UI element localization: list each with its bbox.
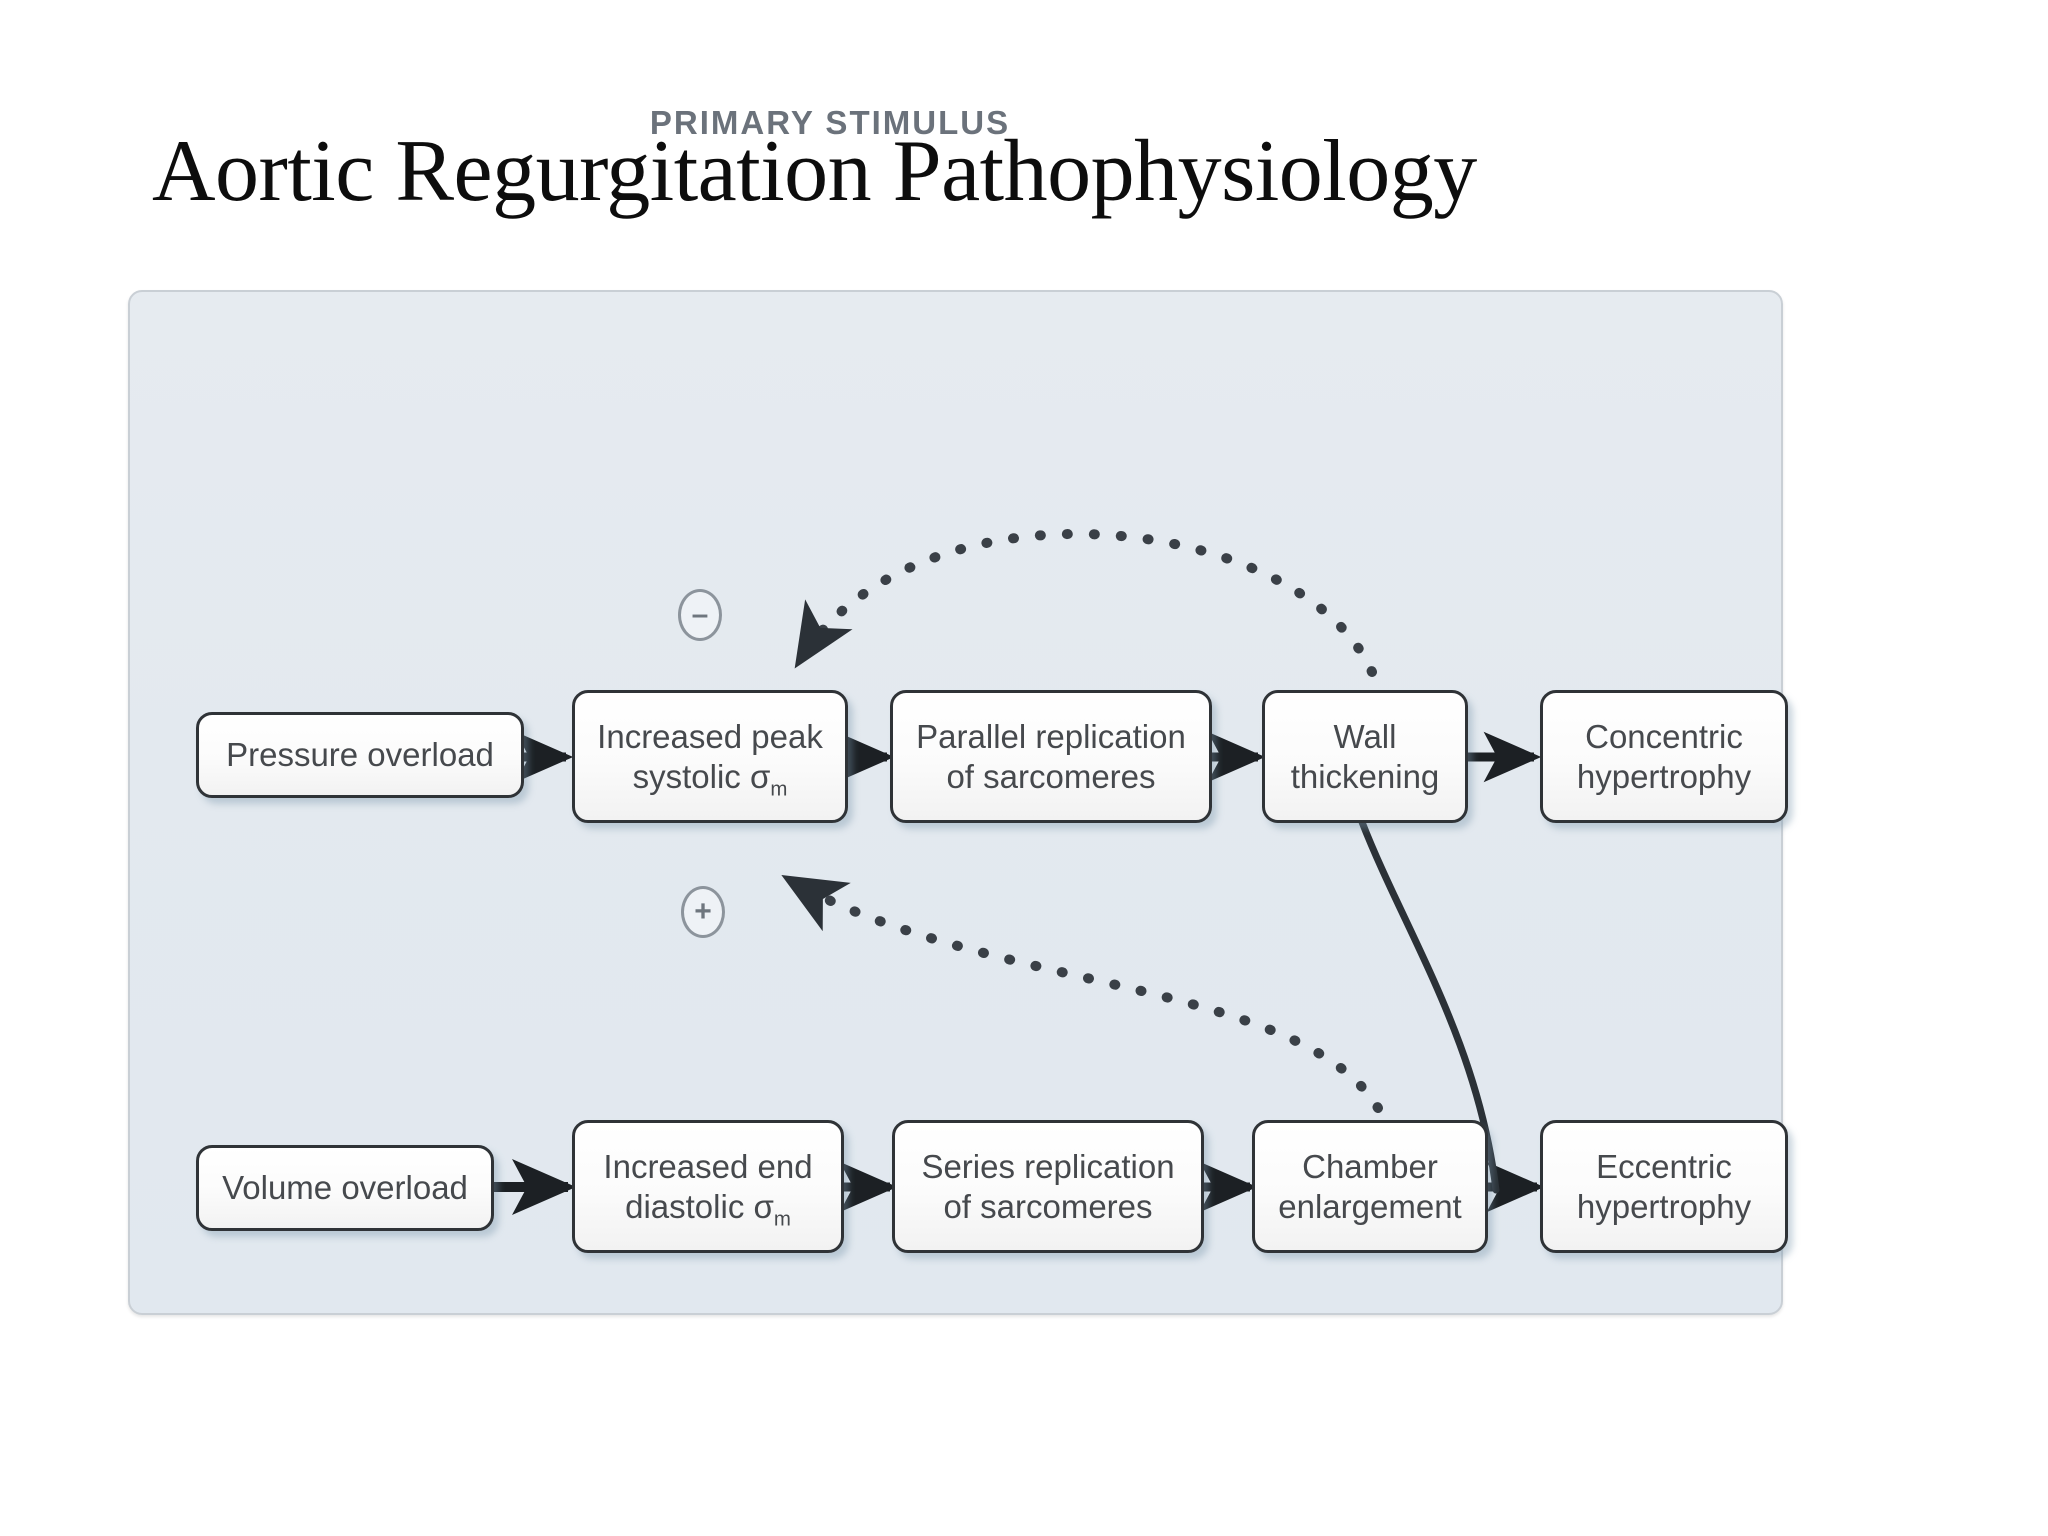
node-label-line1: Increased end: [603, 1147, 813, 1185]
node-concentric-hypertrophy[interactable]: Concentric hypertrophy: [1540, 690, 1788, 823]
node-label-line1: Wall: [1333, 717, 1397, 755]
node-label-line2: of sarcomeres: [946, 757, 1156, 795]
node-label: Pressure overload: [226, 736, 494, 774]
node-label-line2: of sarcomeres: [943, 1187, 1153, 1225]
node-label-line2: hypertrophy: [1576, 1187, 1752, 1225]
node-parallel-replication[interactable]: Parallel replication of sarcomeres: [890, 690, 1212, 823]
node-label-line1: Concentric: [1585, 717, 1743, 755]
node-chamber-enlargement[interactable]: Chamber enlargement: [1252, 1120, 1488, 1253]
node-label-line1: Parallel replication: [916, 717, 1186, 755]
node-label-line1: Eccentric: [1596, 1147, 1732, 1185]
page-title: Aortic Regurgitation Pathophysiology: [152, 123, 1477, 220]
node-label-subscript: m: [770, 777, 788, 801]
node-label-wrapper: Wall thickening: [1291, 717, 1440, 796]
node-volume-overload[interactable]: Volume overload: [196, 1145, 494, 1231]
node-label-line2: thickening: [1290, 757, 1440, 795]
positive-feedback-sign: +: [681, 886, 725, 938]
node-label-wrapper: Eccentric hypertrophy: [1577, 1147, 1751, 1226]
node-label-line1: Increased peak: [597, 717, 823, 755]
node-label-wrapper: Concentric hypertrophy: [1577, 717, 1751, 796]
node-label-wrapper: Series replication of sarcomeres: [921, 1147, 1174, 1226]
node-pressure-overload[interactable]: Pressure overload: [196, 712, 524, 798]
node-label-line1: Series replication: [921, 1147, 1175, 1185]
node-label-line1: Chamber: [1302, 1147, 1438, 1185]
node-label-line2: systolic σ: [632, 757, 771, 795]
node-wall-thickening[interactable]: Wall thickening: [1262, 690, 1468, 823]
node-label: Volume overload: [222, 1169, 468, 1207]
node-label-line2: diastolic σ: [625, 1187, 774, 1225]
negative-feedback-sign: –: [678, 589, 722, 641]
node-increased-end-diastolic[interactable]: Increased end diastolic σm: [572, 1120, 844, 1253]
node-label-line2: enlargement: [1278, 1187, 1462, 1225]
panel-header-primary-stimulus: PRIMARY STIMULUS: [649, 104, 1011, 141]
node-label-line2: hypertrophy: [1576, 757, 1752, 795]
node-increased-peak-systolic[interactable]: Increased peak systolic σm: [572, 690, 848, 823]
node-label-wrapper: Parallel replication of sarcomeres: [916, 717, 1186, 796]
node-label-subscript: m: [773, 1207, 791, 1231]
node-series-replication[interactable]: Series replication of sarcomeres: [892, 1120, 1204, 1253]
node-eccentric-hypertrophy[interactable]: Eccentric hypertrophy: [1540, 1120, 1788, 1253]
node-label-wrapper: Increased end diastolic σm: [603, 1147, 813, 1229]
node-label-wrapper: Chamber enlargement: [1278, 1147, 1461, 1226]
node-label-wrapper: Increased peak systolic σm: [597, 717, 823, 799]
